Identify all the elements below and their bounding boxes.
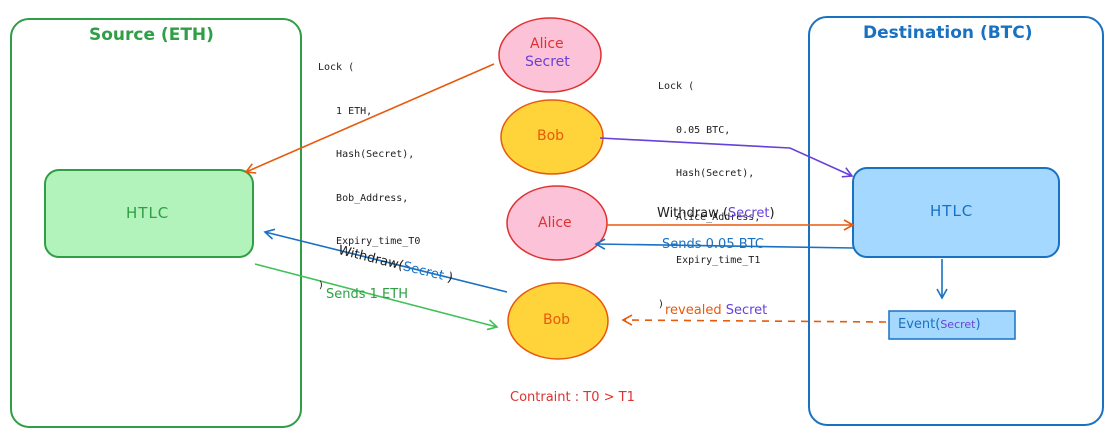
revealed-secret: Secret <box>725 303 768 318</box>
withdraw-btc-label: Withdraw (Secret) <box>657 207 775 220</box>
lock-btc-line: ) <box>658 298 665 310</box>
alice-label-2: Alice <box>538 215 572 231</box>
bob-node-1 <box>500 99 604 175</box>
destination-htlc-label: HTLC <box>930 202 974 220</box>
sends-eth-label: Sends 1 ETH <box>326 287 408 302</box>
event-label: Event(Secret) <box>898 318 981 331</box>
alice-label-1: Alice <box>530 36 564 52</box>
lock-btc-line: 0.05 BTC, <box>658 124 731 136</box>
alice-secret-label: Secret <box>525 54 570 70</box>
arrow-sends-btc <box>594 238 855 250</box>
arrow-revealed-secret <box>621 314 887 326</box>
lock-eth-line: 1 ETH, <box>318 105 373 117</box>
arrow-alice-lock-eth <box>244 63 495 174</box>
event-secret: Secret <box>940 318 976 331</box>
destination-panel <box>808 16 1104 426</box>
alice-node-1 <box>498 17 602 93</box>
event-suffix: ) <box>975 317 981 332</box>
revealed-secret-label: revealed Secret <box>665 304 767 317</box>
lock-btc-line: Expiry_time_T1 <box>658 255 761 266</box>
sends-btc-label: Sends 0.05 BTC <box>662 237 764 252</box>
destination-htlc-box <box>852 167 1060 258</box>
lock-btc-line: Lock ( <box>658 81 695 92</box>
bob-node-2 <box>507 282 609 360</box>
lock-eth-line: Hash(Secret), <box>318 149 415 160</box>
bob-label-2: Bob <box>543 312 571 328</box>
withdraw-btc-suffix: ) <box>769 206 775 221</box>
lock-btc-line: Alice_Address, <box>658 211 761 223</box>
revealed-prefix: revealed <box>665 303 726 318</box>
source-panel-title: Source (ETH) <box>89 25 214 45</box>
arrow-bob-lock-btc <box>599 137 854 178</box>
withdraw-btc-prefix: Withdraw ( <box>657 206 728 221</box>
constraint-label: Contraint : T0 > T1 <box>510 390 635 405</box>
bob-label-1: Bob <box>537 128 565 144</box>
source-panel <box>10 18 302 428</box>
source-htlc-label: HTLC <box>126 204 170 222</box>
alice-node-2 <box>506 185 608 261</box>
source-htlc-box <box>44 169 254 258</box>
destination-panel-title: Destination (BTC) <box>863 23 1033 43</box>
arrow-sends-eth <box>254 263 499 331</box>
arrow-bob-withdraw-eth <box>263 228 508 293</box>
lock-btc-code: Lock ( 0.05 BTC, Hash(Secret), Alice_Add… <box>658 51 760 327</box>
lock-eth-line: Bob_Address, <box>318 192 409 204</box>
lock-eth-line: Expiry_time_T0 <box>318 236 421 247</box>
withdraw-btc-secret: Secret <box>727 206 770 221</box>
lock-eth-line: ) <box>318 279 325 291</box>
lock-btc-line: Hash(Secret), <box>658 168 755 179</box>
event-prefix: Event( <box>898 317 941 332</box>
event-box <box>888 310 1016 340</box>
lock-eth-code: Lock ( 1 ETH, Hash(Secret), Bob_Address,… <box>318 32 420 308</box>
lock-eth-line: Lock ( <box>318 62 355 73</box>
